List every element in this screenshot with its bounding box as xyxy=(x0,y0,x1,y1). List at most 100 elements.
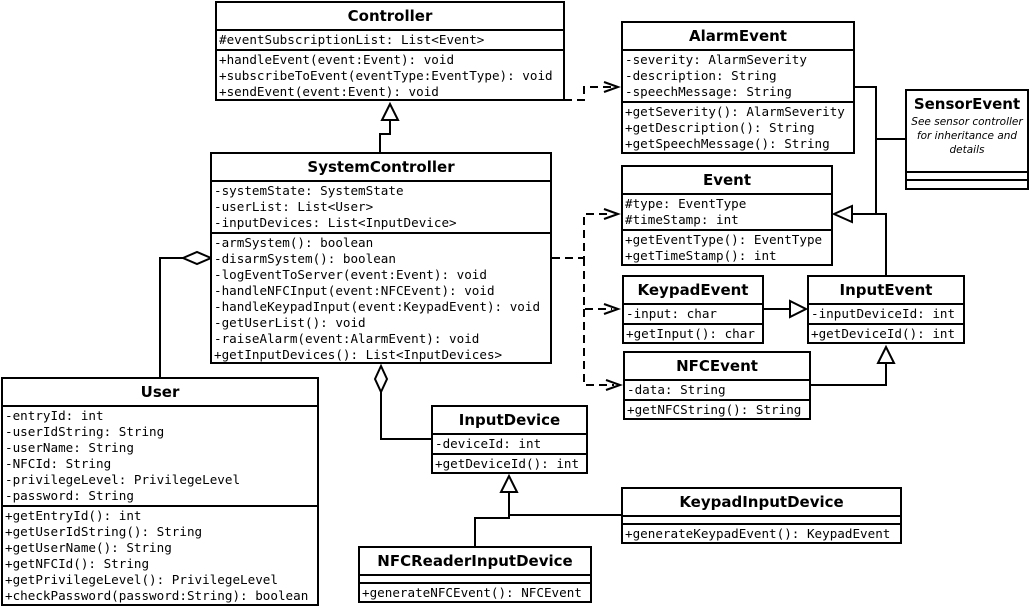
arrowhead-open xyxy=(603,208,621,220)
triangle-to-controller xyxy=(380,101,400,121)
attribute: -inputDeviceId: int xyxy=(811,306,956,321)
aggregation-inputdevice-systemcontroller xyxy=(380,392,431,440)
aggregation-user-systemcontroller xyxy=(159,257,183,377)
generalization-nfcevent-inputevent xyxy=(811,363,887,386)
class-name: AlarmEvent xyxy=(623,23,853,51)
class-name: NFCReaderInputDevice xyxy=(360,548,590,576)
class-nfc-event[interactable]: NFCEvent -data: String +getNFCString(): … xyxy=(623,351,811,420)
methods-section: +getSeverity(): AlarmSeverity +getDescri… xyxy=(623,103,853,152)
method: +generateKeypadEvent(): KeypadEvent xyxy=(625,526,891,541)
attribute: -NFCId: String xyxy=(5,456,112,471)
methods-section xyxy=(907,181,1027,188)
method: +getUserIdString(): String xyxy=(5,524,203,539)
class-name: SensorEvent xyxy=(913,95,1021,113)
dependency-controller-alarmevent xyxy=(564,86,612,101)
triangle-to-inputevent-left xyxy=(789,299,809,319)
attribute: -inputDevices: List<InputDevice> xyxy=(214,215,457,230)
methods-section: +getInput(): char xyxy=(624,325,762,342)
class-name: Event xyxy=(623,167,831,195)
method: +getEventType(): EventType xyxy=(625,232,823,247)
method: +getDeviceId(): int xyxy=(435,456,580,471)
dependency-systemcontroller-event xyxy=(552,213,612,259)
attributes-section xyxy=(360,576,590,584)
arrowhead-open xyxy=(603,303,621,315)
method: -disarmSystem(): boolean xyxy=(214,251,396,266)
class-name: InputDevice xyxy=(433,407,586,435)
methods-section: -armSystem(): boolean -disarmSystem(): b… xyxy=(212,234,550,362)
method: +getDescription(): String xyxy=(625,120,815,135)
class-nfc-reader-input-device[interactable]: NFCReaderInputDevice +generateNFCEvent()… xyxy=(358,546,592,603)
method: +sendEvent(event:Event): void xyxy=(219,84,439,99)
method: +checkPassword(password:String): boolean xyxy=(5,588,309,603)
class-keypad-input-device[interactable]: KeypadInputDevice +generateKeypadEvent()… xyxy=(621,487,902,544)
methods-section: +getEntryId(): int +getUserIdString(): S… xyxy=(3,507,317,604)
attribute: -description: String xyxy=(625,68,777,83)
class-alarm-event[interactable]: AlarmEvent -severity: AlarmSeverity -des… xyxy=(621,21,855,154)
attribute: -speechMessage: String xyxy=(625,84,792,99)
arrowhead-open xyxy=(605,379,623,391)
attribute: -entryId: int xyxy=(5,408,104,423)
diamond-user-aggregation xyxy=(180,250,214,266)
attribute: #timeStamp: int xyxy=(625,212,739,227)
triangle-to-inputdevice xyxy=(499,473,519,493)
class-keypad-event[interactable]: KeypadEvent -input: char +getInput(): ch… xyxy=(622,275,764,344)
method: +getPrivilegeLevel(): PrivilegeLevel xyxy=(5,572,278,587)
attribute: #eventSubscriptionList: List<Event> xyxy=(219,32,485,47)
methods-section: +getEventType(): EventType +getTimeStamp… xyxy=(623,231,831,264)
class-name: KeypadEvent xyxy=(624,277,762,305)
class-name: InputEvent xyxy=(809,277,963,305)
class-name: User xyxy=(3,379,317,407)
attributes-section: -systemState: SystemState -userList: Lis… xyxy=(212,182,550,234)
arrowhead-open xyxy=(603,81,621,93)
attributes-section: -severity: AlarmSeverity -description: S… xyxy=(623,51,853,103)
method: +getNFCId(): String xyxy=(5,556,150,571)
attributes-section: -inputDeviceId: int xyxy=(809,305,963,325)
attribute: -password: String xyxy=(5,488,134,503)
class-system-controller[interactable]: SystemController -systemState: SystemSta… xyxy=(210,152,552,364)
methods-section: +generateNFCEvent(): NFCEvent xyxy=(360,584,590,601)
attributes-section: -data: String xyxy=(625,381,809,401)
class-input-event[interactable]: InputEvent -inputDeviceId: int +getDevic… xyxy=(807,275,965,344)
method: +getInput(): char xyxy=(626,326,755,341)
method: +subscribeToEvent(eventType:EventType): … xyxy=(219,68,553,83)
method: +getSeverity(): AlarmSeverity xyxy=(625,104,845,119)
methods-section: +getDeviceId(): int xyxy=(809,325,963,342)
method: +getTimeStamp(): int xyxy=(625,248,777,263)
attributes-section: #eventSubscriptionList: List<Event> xyxy=(217,31,563,51)
methods-section: +getNFCString(): String xyxy=(625,401,809,418)
method: -armSystem(): boolean xyxy=(214,235,374,250)
class-user[interactable]: User -entryId: int -userIdString: String… xyxy=(1,377,319,606)
attribute: -userName: String xyxy=(5,440,134,455)
class-input-device[interactable]: InputDevice -deviceId: int +getDeviceId(… xyxy=(431,405,588,474)
method: +getNFCString(): String xyxy=(627,402,802,417)
class-name: KeypadInputDevice xyxy=(623,489,900,517)
attributes-section xyxy=(907,173,1027,181)
attribute: -privilegeLevel: PrivilegeLevel xyxy=(5,472,241,487)
method: -raiseAlarm(event:AlarmEvent): void xyxy=(214,331,480,346)
attribute: #type: EventType xyxy=(625,196,747,211)
generalization-inputevent-event xyxy=(852,213,887,275)
dependency-systemcontroller-nfcevent xyxy=(583,309,614,386)
method: +getInputDevices(): List<InputDevices> xyxy=(214,347,503,362)
attributes-section: -deviceId: int xyxy=(433,435,586,455)
method: +getDeviceId(): int xyxy=(811,326,956,341)
method: +getUserName(): String xyxy=(5,540,172,555)
class-controller[interactable]: Controller #eventSubscriptionList: List<… xyxy=(215,1,565,101)
attributes-section: #type: EventType #timeStamp: int xyxy=(623,195,831,231)
method: +generateNFCEvent(): NFCEvent xyxy=(362,585,582,600)
attribute: -deviceId: int xyxy=(435,436,542,451)
attributes-section xyxy=(623,517,900,525)
method: -handleNFCInput(event:NFCEvent): void xyxy=(214,283,495,298)
method: -handleKeypadInput(event:KeypadEvent): v… xyxy=(214,299,541,314)
generalization-alarmevent-event xyxy=(854,86,877,214)
class-sensor-event[interactable]: SensorEvent See sensor controller for in… xyxy=(905,89,1029,190)
method: +handleEvent(event:Event): void xyxy=(219,52,455,67)
dependency-systemcontroller-keypadevent xyxy=(583,258,612,310)
sensor-event-note: See sensor controller for inheritance an… xyxy=(907,115,1027,173)
generalization-systemcontroller-controller xyxy=(379,120,391,152)
attribute: -severity: AlarmSeverity xyxy=(625,52,807,67)
class-name: Controller xyxy=(217,3,563,31)
triangle-to-inputevent-bottom xyxy=(876,344,896,364)
class-name: NFCEvent xyxy=(625,353,809,381)
class-event[interactable]: Event #type: EventType #timeStamp: int +… xyxy=(621,165,833,266)
